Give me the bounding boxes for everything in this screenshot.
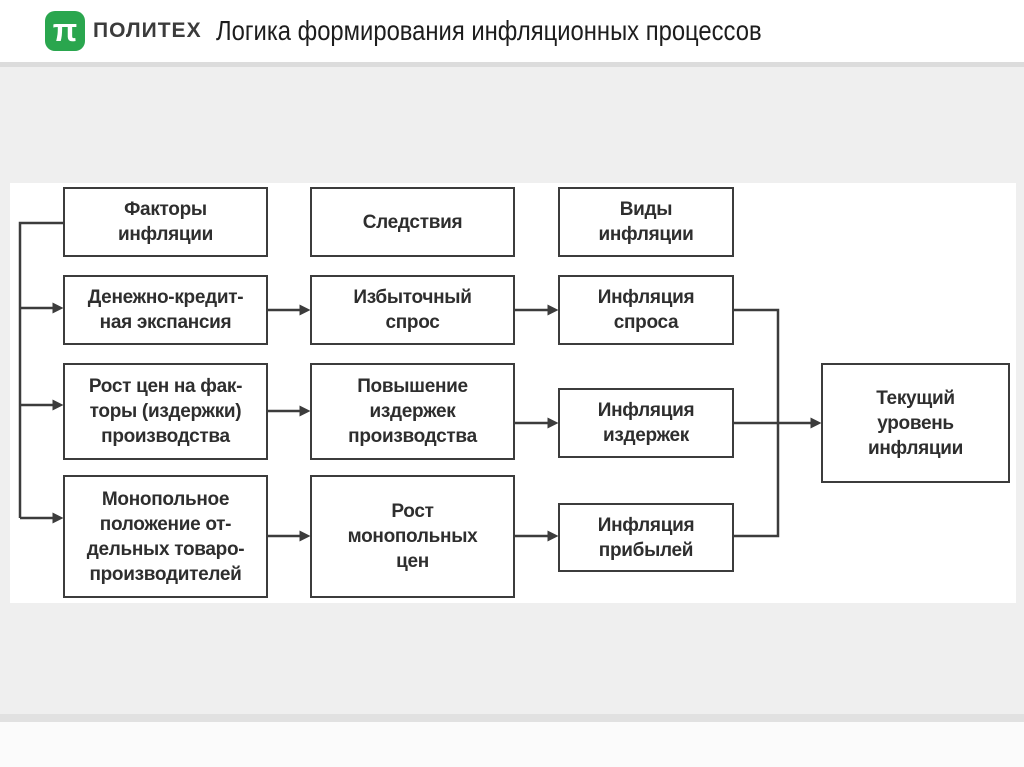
- header-box-types: Виды инфляции: [558, 187, 734, 257]
- logo-wordmark: ПОЛИТЕХ: [93, 19, 202, 42]
- type-box-2: Инфляция издержек: [558, 388, 734, 458]
- bottom-divider: [0, 714, 1024, 722]
- header-box-factors: Факторы инфляции: [63, 187, 268, 257]
- factor-box-1: Денежно-кредит- ная экспансия: [63, 275, 268, 345]
- consequence-box-2: Повышение издержек производства: [310, 363, 515, 460]
- header-divider: [0, 62, 1024, 67]
- elbow-type1-rail: [734, 308, 780, 423]
- header-box-consequences: Следствия: [310, 187, 515, 257]
- factor-box-3: Монопольное положение от- дельных товаро…: [63, 475, 268, 598]
- factor-box-2: Рост цен на фак- торы (издержки) произво…: [63, 363, 268, 460]
- slide-title: Логика формирования инфляционных процесс…: [215, 15, 762, 46]
- politech-logo: π ПОЛИТЕХ: [45, 11, 202, 51]
- type-box-1: Инфляция спроса: [558, 275, 734, 345]
- type-box-3: Инфляция прибылей: [558, 503, 734, 572]
- left-rail-line: [18, 221, 63, 518]
- consequence-box-3: Рост монопольных цен: [310, 475, 515, 598]
- target-box-current-inflation-level: Текущий уровень инфляции: [821, 363, 1010, 483]
- pi-logo-icon: π: [45, 11, 85, 51]
- elbow-type3-rail: [734, 422, 780, 538]
- consequence-box-1: Избыточный спрос: [310, 275, 515, 345]
- header-bar: π ПОЛИТЕХ Логика формирования инфляционн…: [0, 0, 1024, 62]
- diagram-panel: Факторы инфляции Следствия Виды инфляции…: [10, 183, 1016, 603]
- bottom-strip: [0, 722, 1024, 767]
